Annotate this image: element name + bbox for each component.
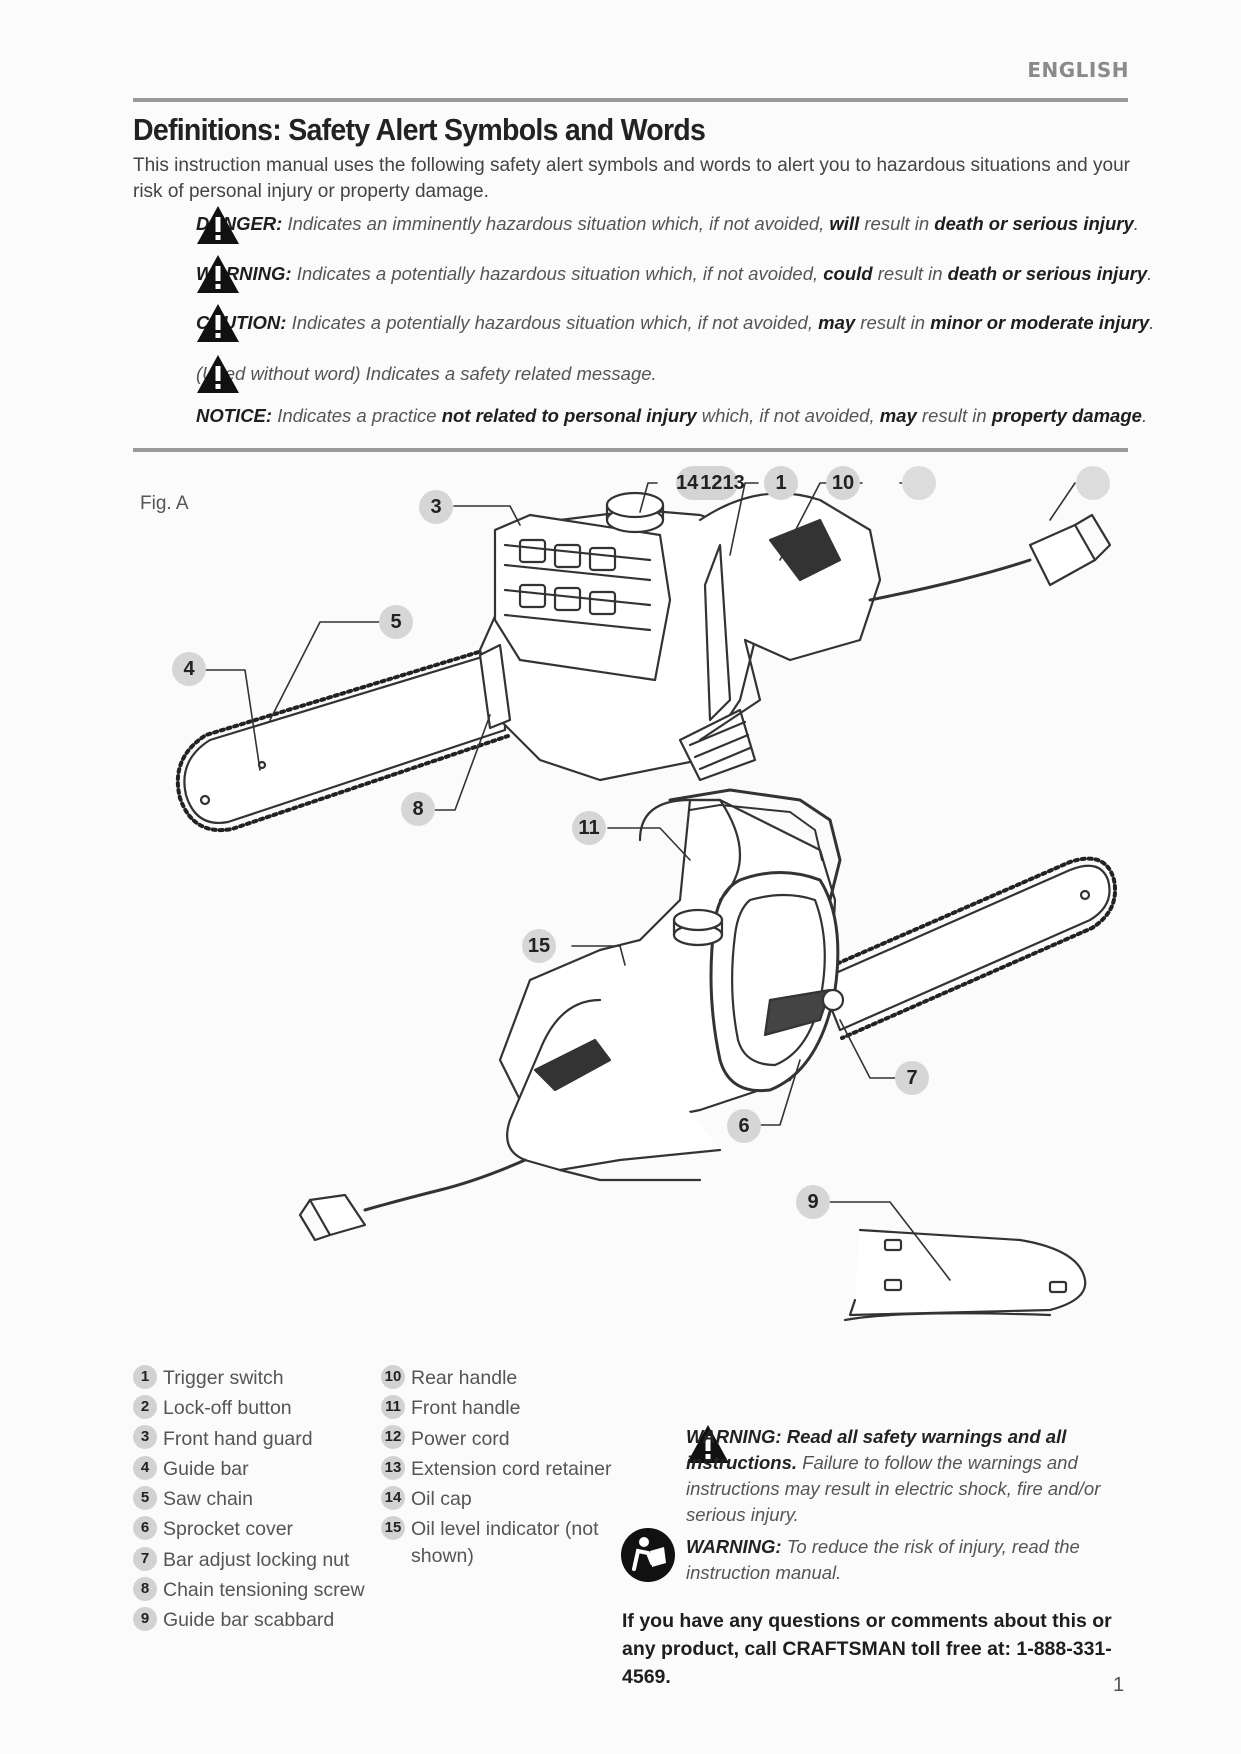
language-label: ENGLISH — [1027, 58, 1129, 82]
callout-blank-12 — [1076, 466, 1110, 500]
read-manual-warning: WARNING: To reduce the risk of injury, r… — [686, 1536, 1080, 1583]
read-all-warning-head: WARNING: Read all safety warnings and al… — [686, 1426, 1067, 1473]
bottom-chainsaw-body — [298, 788, 845, 1242]
callout-1: 1 — [764, 466, 798, 500]
symbol-definition: (Used without word) Indicates a safety r… — [196, 363, 657, 384]
intro-paragraph: This instruction manual uses the followi… — [133, 155, 1130, 202]
read-manual-icon — [621, 1528, 675, 1582]
top-rule — [133, 98, 1128, 102]
leader-lines — [205, 482, 1076, 1281]
scabbard — [843, 1228, 1087, 1322]
bottom-guide-bar — [816, 856, 1117, 1040]
callout-4: 4 — [172, 652, 206, 686]
callout-6: 6 — [727, 1109, 761, 1143]
top-guide-bar — [175, 642, 510, 832]
safety-alert-icon — [687, 1425, 729, 1463]
notice-word: NOTICE: — [196, 405, 273, 426]
caution-definition: CAUTION: Indicates a potentially hazardo… — [196, 312, 1155, 333]
callout-5: 5 — [379, 605, 413, 639]
safety-alert-icon — [197, 304, 239, 342]
section-title: Definitions: Safety Alert Symbols and Wo… — [133, 112, 706, 147]
callout-11: 11 — [572, 811, 606, 845]
safety-alert-icon — [197, 255, 239, 293]
callout-8: 8 — [401, 792, 435, 826]
callout-10: 10 — [826, 466, 860, 500]
contact-info: If you have any questions or comments ab… — [622, 1610, 1112, 1688]
section-rule — [133, 448, 1128, 452]
figure-label: Fig. A — [140, 493, 189, 514]
callout-blank-2 — [902, 466, 936, 500]
callout-3: 3 — [419, 490, 453, 524]
notice-definition: NOTICE: Indicates a practice not related… — [196, 405, 1148, 426]
read-manual-warning-head: WARNING: — [686, 1536, 782, 1557]
warning-definition: WARNING: Indicates a potentially hazardo… — [196, 263, 1153, 284]
legend-item-continuation: shown) — [411, 1544, 474, 1567]
top-chainsaw-body — [478, 491, 1112, 782]
safety-alert-icon — [197, 206, 239, 244]
callout-15: 15 — [522, 929, 556, 963]
safety-alert-icon — [197, 355, 239, 393]
page-number: 1 — [1113, 1674, 1125, 1696]
callout-9: 9 — [796, 1185, 830, 1219]
callout-7: 7 — [895, 1061, 929, 1095]
read-all-warning: WARNING: Read all safety warnings and al… — [686, 1426, 1101, 1525]
